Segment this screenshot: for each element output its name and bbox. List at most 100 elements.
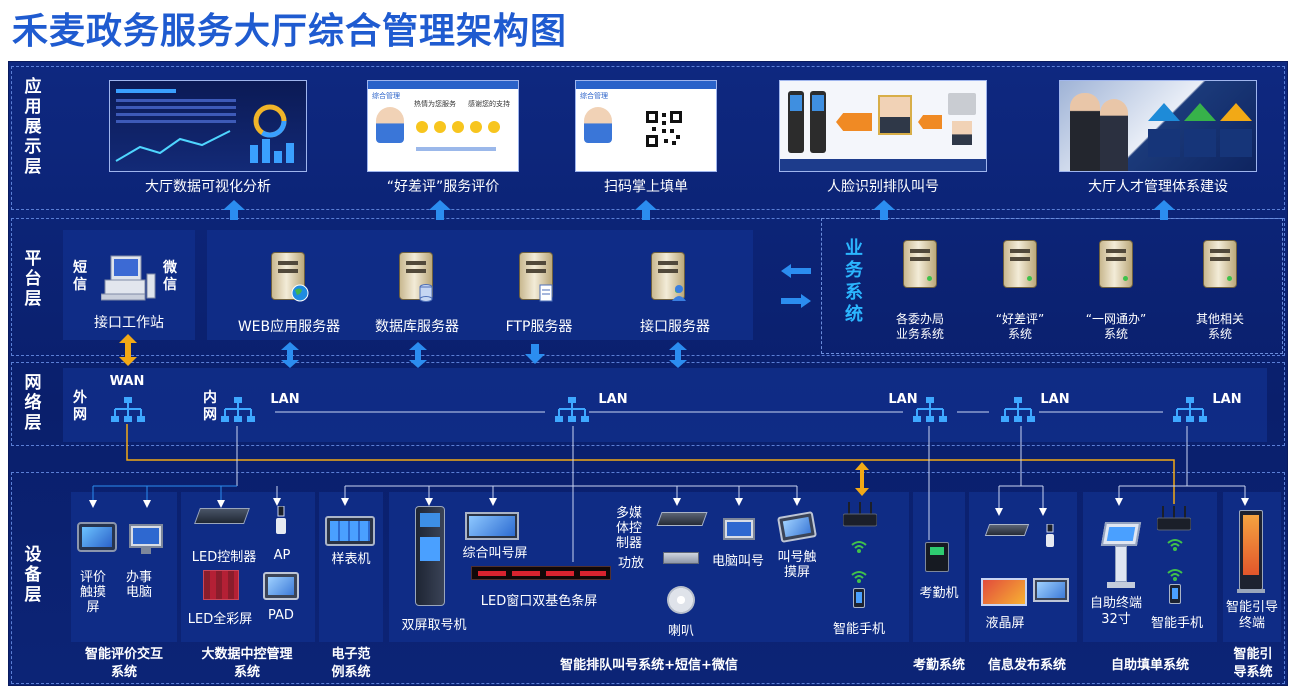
down-arrow-icon [525,344,545,364]
eval-screen-header: 综合管理 [372,92,400,100]
business-system-2-line2: 系统 [1007,327,1032,341]
device-layer-label: 设备层 [24,545,42,605]
wechat-label: 微信 [163,260,177,293]
person-avatar [1100,99,1128,171]
dashboard-thumbnail [109,80,307,172]
attendance-machine-label: 考勤机 [919,586,959,601]
dual-screen-ticket-machine-icon [415,506,445,606]
network-switch-icon [221,397,255,422]
wifi-icon [851,541,867,553]
fill-group-label: 自助填单系统 [1110,658,1189,673]
business-system-4-line2: 系统 [1207,327,1232,341]
ap-icon [1046,524,1054,547]
network-switch-icon [555,397,589,422]
amplifier-label: 功放 [617,556,644,571]
document-icon [539,284,553,302]
computer-icon [101,255,156,301]
bigdata-group-label: 大数据中控管理系统 [201,647,293,680]
platform-layer-label: 平台层 [24,249,42,309]
router-icon [843,502,877,527]
multimedia-controller-label: 多媒体控制器 [615,506,642,551]
up-arrow-icon [223,200,245,220]
router-icon [1157,506,1191,531]
up-arrow-icon [1153,200,1175,220]
business-systems-panel [821,218,1283,354]
eval-group-label: 智能评价交互系统 [84,647,163,680]
business-system-3-line1: “一网通办” [1085,312,1147,326]
queue-phone-label: 智能手机 [832,622,885,637]
smartphone-icon [853,588,865,608]
wifi-icon [851,571,867,583]
scan-form-thumbnail: 综合管理 [575,80,717,172]
attendance-machine-icon [925,542,949,572]
guide-terminal-icon [1237,510,1265,593]
pc-call-label: 电脑叫号 [711,554,764,569]
led-full-color-label: LED全彩屏 [187,612,253,627]
monitor-device-icon [129,524,163,548]
network-switch-icon [111,397,145,422]
business-system-2-line1: “好差评” [995,312,1045,326]
up-arrow-icon [873,200,895,220]
person-avatar [1070,93,1100,171]
app-item-label-3: 扫码掌上填单 [604,179,688,195]
person-avatar [376,107,404,143]
self-service-terminal-label: 自助终端32寸 [1089,596,1142,627]
business-system-1-line1: 各委办局 [895,312,944,326]
scan-screen-header: 综合管理 [580,92,608,100]
database-icon [419,284,433,302]
amplifier-icon [663,552,699,564]
app-item-label-4: 人脸识别排队叫号 [827,179,939,195]
business-system-4-line1: 其他相关 [1195,312,1244,326]
call-touch-screen-label: 叫号触摸屏 [777,550,817,580]
sample-system-panel [319,492,383,642]
combined-call-screen-icon [465,512,519,540]
lan-label-1: LAN [270,392,300,407]
self-service-terminal-icon [1100,522,1142,588]
monitor-stand [141,548,151,554]
led-full-color-screen-icon [203,570,239,600]
wan-label: WAN [109,374,145,389]
queue-group-label: 智能排队叫号系统+短信+微信 [560,658,738,673]
led-controller-label: LED控制器 [191,550,257,565]
lan-label-3: LAN [888,392,918,407]
lan-label-5: LAN [1212,392,1242,407]
person-avatar [878,95,912,135]
pad-label: PAD [268,608,294,623]
web-server-label: WEB应用服务器 [237,319,341,335]
user-icon [672,285,686,301]
business-systems-title: 业务系统 [845,238,863,325]
updown-arrow-icon [855,462,869,496]
updown-arrow-icon [409,342,427,368]
person-avatar [584,107,612,143]
left-arrow-icon [781,264,811,278]
attendance-group-label: 考勤系统 [912,658,965,673]
eval-slogan-2: 感谢您的支持 [468,100,510,108]
up-arrow-icon [429,200,451,220]
eval-screen-label: 评价触摸屏 [79,570,106,615]
eval-system-panel [71,492,177,642]
network-layer-label: 网络层 [24,373,42,433]
ftp-server-icon [519,252,553,300]
sample-kiosk-label: 样表机 [331,552,371,567]
guide-group-label: 智能引导系统 [1233,647,1273,680]
evaluation-thumbnail: 综合管理 热情为您服务 感谢您的支持 [367,80,519,172]
business-server-icon-3 [1099,240,1133,288]
page-title: 禾麦政务服务大厅综合管理架构图 [12,11,568,52]
business-system-3-line2: 系统 [1103,327,1128,341]
ap-icon [276,506,286,534]
interface-server-label: 接口服务器 [640,319,710,335]
face-recognition-thumbnail [779,80,987,172]
lcd-screen-icon [981,578,1027,606]
business-system-1-line2: 业务系统 [895,327,944,341]
wifi-icon [1167,539,1183,551]
lcd-screen-label: 液晶屏 [985,616,1025,631]
updown-arrow-icon [669,342,687,368]
sample-kiosk-icon [325,516,375,546]
info-system-panel [969,492,1077,642]
sms-label: 短信 [73,260,87,293]
updown-arrow-icon [119,334,137,366]
speaker-label: 喇叭 [667,624,694,639]
lan-label-2: LAN [598,392,628,407]
guide-terminal-label: 智能引导终端 [1225,600,1278,631]
network-switch-icon [1173,397,1207,422]
